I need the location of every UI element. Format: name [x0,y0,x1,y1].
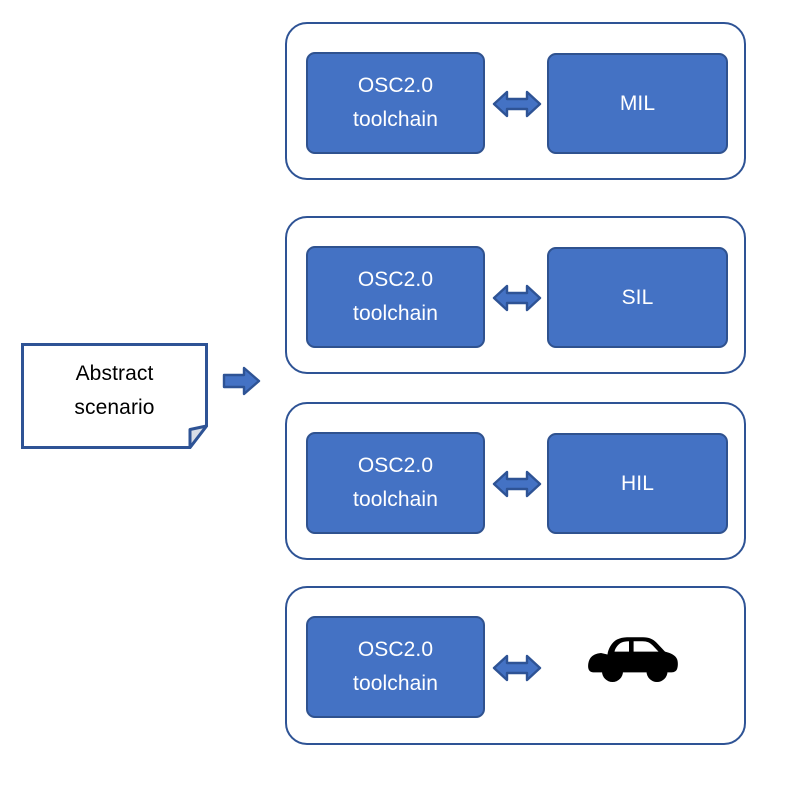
toolchain-box-sil[interactable]: OSC2.0 toolchain [306,246,485,348]
group-box-mil[interactable]: OSC2.0 toolchain MIL [285,22,746,180]
group-box-vehicle[interactable]: OSC2.0 toolchain [285,586,746,745]
connector-vehicle [492,648,542,688]
double-arrow-horizontal-icon [492,470,542,498]
double-arrow-horizontal-icon [492,90,542,118]
double-arrow-horizontal-icon [492,284,542,312]
stage-box-mil[interactable]: MIL [547,53,728,154]
car-icon [588,637,678,682]
abstract-scenario-document[interactable]: Abstract scenario [21,343,208,449]
stage-box-sil[interactable]: SIL [547,247,728,348]
connector-sil [492,278,542,318]
connector-hil [492,464,542,504]
toolchain-box-mil[interactable]: OSC2.0 toolchain [306,52,485,154]
connector-mil [492,84,542,124]
document-fold-icon [21,343,208,449]
double-arrow-horizontal-icon [492,654,542,682]
flow-arrow-right [222,364,262,398]
group-box-hil[interactable]: OSC2.0 toolchain HIL [285,402,746,560]
stage-box-hil[interactable]: HIL [547,433,728,534]
group-box-sil[interactable]: OSC2.0 toolchain SIL [285,216,746,374]
arrow-right-icon [222,366,261,396]
toolchain-box-hil[interactable]: OSC2.0 toolchain [306,432,485,534]
vehicle-graphic [587,633,679,683]
toolchain-box-vehicle[interactable]: OSC2.0 toolchain [306,616,485,718]
